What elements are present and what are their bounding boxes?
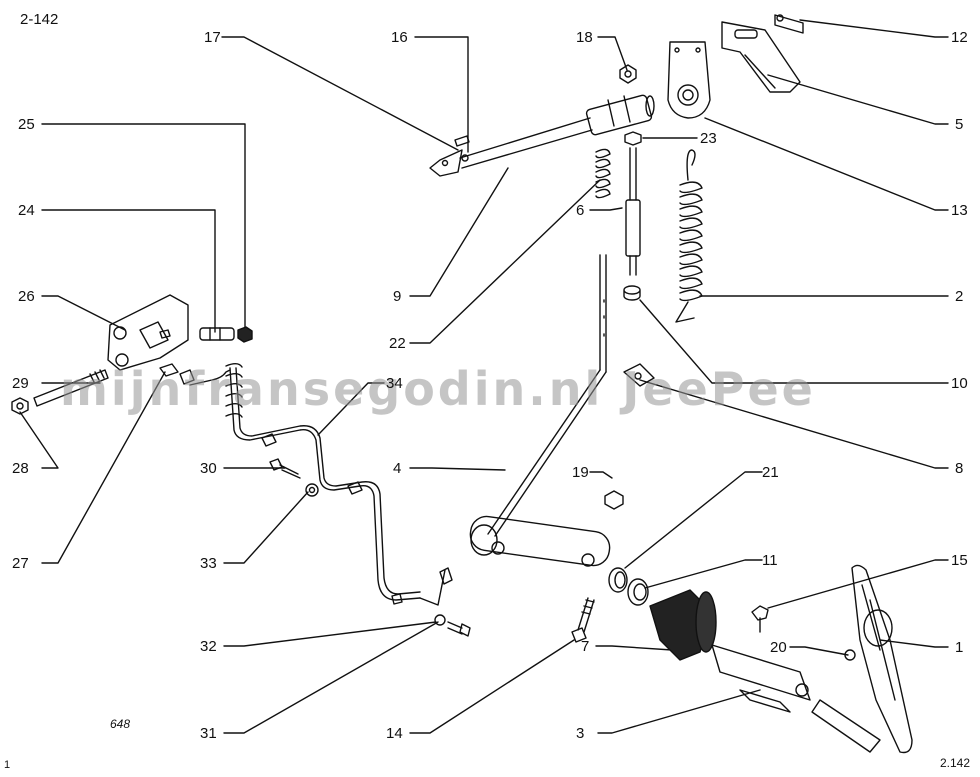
sheet-code-bottom-left: 648 [110, 717, 131, 731]
part-30-bolt [269, 458, 301, 479]
part-14-bolt [571, 597, 595, 643]
part-2-spring [675, 149, 703, 323]
callout-20: 20 [770, 639, 787, 656]
callout-4: 4 [393, 460, 402, 477]
callout-25: 25 [18, 116, 35, 133]
callout-6: 6 [576, 202, 585, 219]
sheet-code-top-left: 2-142 [20, 11, 59, 28]
part-5-bracket [721, 14, 804, 93]
part-13-plate [667, 41, 711, 119]
callout-28: 28 [12, 460, 29, 477]
callout-19: 19 [572, 464, 589, 481]
part-21-washer [608, 567, 628, 593]
callout-27: 27 [12, 555, 29, 572]
part-28-nut [11, 397, 29, 415]
part-11-ring [627, 578, 649, 606]
part-34-line [189, 363, 453, 606]
part-4-lever [469, 254, 611, 567]
callout-15: 15 [951, 552, 968, 569]
callout-7: 7 [581, 638, 590, 655]
part-3-bracket [711, 644, 811, 713]
callout-31: 31 [200, 725, 217, 742]
callout-23: 23 [700, 130, 717, 147]
callout-21: 21 [762, 464, 779, 481]
callout-11: 11 [762, 552, 778, 569]
callout-30: 30 [200, 460, 217, 477]
callout-9: 9 [393, 288, 402, 305]
part-20-screw [844, 649, 856, 661]
part-6-rod [623, 131, 642, 301]
part-15-screw [751, 605, 769, 633]
watermark-text: mijnfransegodin.nl JeePee [60, 362, 816, 416]
part-24-union [199, 327, 235, 341]
callout-22: 22 [389, 335, 406, 352]
callout-14: 14 [386, 725, 403, 742]
part-32-washer [434, 614, 446, 626]
callout-18: 18 [576, 29, 593, 46]
callout-8: 8 [955, 460, 964, 477]
callout-26: 26 [18, 288, 35, 305]
part-7-boot [649, 589, 717, 661]
callout-1: 1 [955, 639, 964, 656]
callout-13: 13 [951, 202, 968, 219]
part-26-body [107, 294, 189, 371]
margin-mark: 1 [4, 759, 11, 771]
part-33-washer [305, 483, 319, 497]
part-31-bolt [447, 621, 471, 637]
callout-16: 16 [391, 29, 408, 46]
callout-17: 17 [204, 29, 221, 46]
callout-34: 34 [386, 375, 403, 392]
part-9-shaft [429, 94, 655, 177]
part-19-nut [604, 490, 624, 510]
callout-5: 5 [955, 116, 964, 133]
callout-29: 29 [12, 375, 29, 392]
callout-10: 10 [951, 375, 968, 392]
part-18-nut [619, 64, 637, 84]
callout-33: 33 [200, 555, 217, 572]
part-27-fitting [159, 363, 195, 385]
leader-lines [19, 19, 949, 734]
part-8-plate [623, 363, 655, 387]
part-1-pedal [811, 564, 913, 754]
part-25-nut [237, 326, 253, 343]
callout-12: 12 [951, 29, 968, 46]
callout-2: 2 [955, 288, 964, 305]
part-29-pin [33, 369, 109, 407]
callout-24: 24 [18, 202, 35, 219]
sheet-code-bottom-right: 2.142 [940, 756, 971, 770]
callout-32: 32 [200, 638, 217, 655]
callout-3: 3 [576, 725, 585, 742]
part-22-spring [595, 148, 611, 199]
